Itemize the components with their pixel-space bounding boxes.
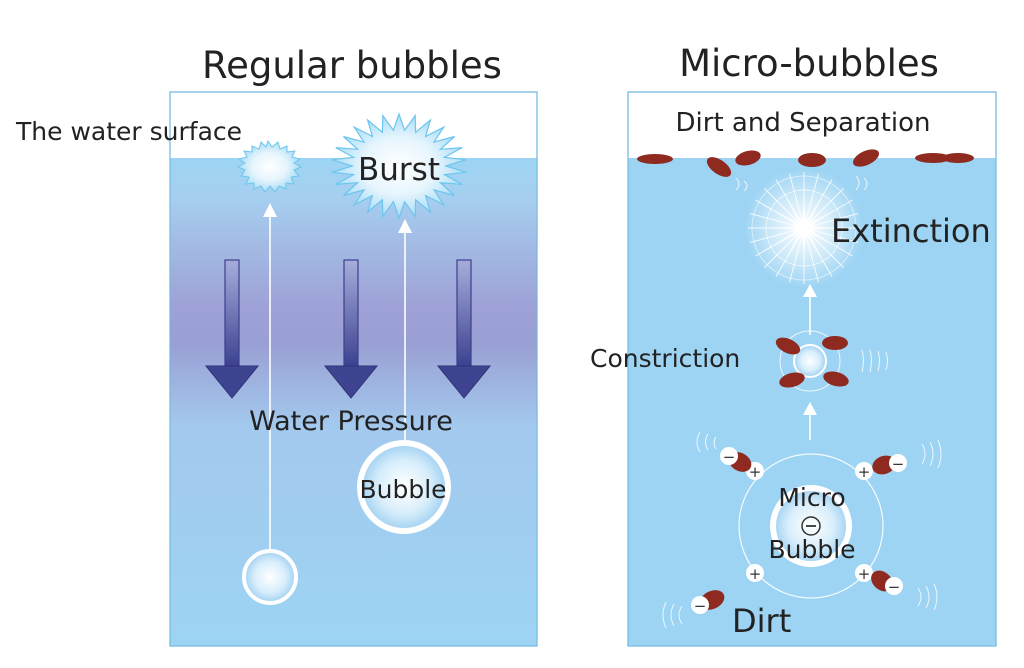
- micro-bubble-icon: [738, 453, 884, 599]
- micro-bubbles-title: Micro-bubbles: [679, 42, 939, 85]
- left-water-body: [170, 158, 537, 646]
- water-surface-label: The water surface: [15, 117, 242, 146]
- dirt-particle-icon: [852, 149, 880, 167]
- bubble-label: Bubble: [359, 475, 446, 504]
- vibration-ripple-icon: [662, 175, 942, 629]
- positive-charge-icon: +: [855, 564, 873, 583]
- extinction-label: Extinction: [831, 212, 991, 250]
- svg-text:+: +: [749, 463, 762, 481]
- pressure-arrow-icon: [323, 259, 379, 399]
- svg-text:+: +: [858, 565, 871, 583]
- pressure-arrow-icon: [204, 259, 260, 399]
- regular-bubbles-title: Regular bubbles: [202, 44, 502, 87]
- micro-label: Micro: [778, 483, 845, 512]
- svg-text:−: −: [892, 455, 905, 473]
- svg-text:−: −: [723, 448, 736, 466]
- rise-arrowhead-lower-icon: [803, 402, 817, 415]
- regular-bubbles-panel: Regular bubbles The water surface Burst …: [15, 44, 538, 647]
- charged-dirt-particle-icon: −: [691, 590, 725, 615]
- positive-charge-icon: +: [746, 564, 764, 583]
- constriction-bubble-icon: [775, 330, 888, 392]
- large-bubble-rise-arrowhead-icon: [398, 219, 412, 233]
- small-bubble-rise-arrowhead-icon: [263, 203, 277, 217]
- svg-text:+: +: [858, 463, 871, 481]
- charged-dirt-particle-icon: −: [720, 447, 752, 472]
- micro-bubbles-panel: Micro-bubbles Dirt and Separation Extinc…: [590, 42, 997, 647]
- svg-text:−: −: [694, 597, 707, 615]
- rise-arrowhead-upper-icon: [803, 284, 817, 297]
- dirt-label: Dirt: [732, 602, 791, 640]
- charged-dirt-particle-icon: −: [871, 570, 903, 596]
- dirt-particle-icon: [706, 157, 732, 177]
- dirt-separation-label: Dirt and Separation: [676, 108, 931, 138]
- micro-bubble-label: Bubble: [768, 535, 855, 564]
- small-bubble-icon: [242, 549, 298, 605]
- positive-charge-icon: +: [855, 462, 873, 481]
- large-burst-icon: [331, 112, 467, 220]
- dirt-particle-icon: [942, 153, 974, 163]
- burst-label: Burst: [358, 152, 440, 188]
- dirt-particle-icon: [798, 153, 826, 167]
- water-pressure-label: Water Pressure: [249, 406, 453, 437]
- svg-text:+: +: [749, 565, 762, 583]
- separated-dirt-group: [637, 149, 974, 177]
- svg-text:−: −: [888, 578, 901, 596]
- dirt-particle-icon: [915, 153, 951, 163]
- pressure-arrow-icon: [436, 259, 492, 399]
- constriction-label: Constriction: [590, 344, 740, 373]
- charged-dirt-particle-icon: −: [872, 454, 907, 475]
- extinction-burst-icon: [744, 168, 864, 288]
- dirt-particle-icon: [637, 154, 673, 164]
- large-bubble-icon: [357, 440, 451, 534]
- dirt-particle-icon: [735, 150, 761, 166]
- small-burst-icon: [236, 139, 303, 193]
